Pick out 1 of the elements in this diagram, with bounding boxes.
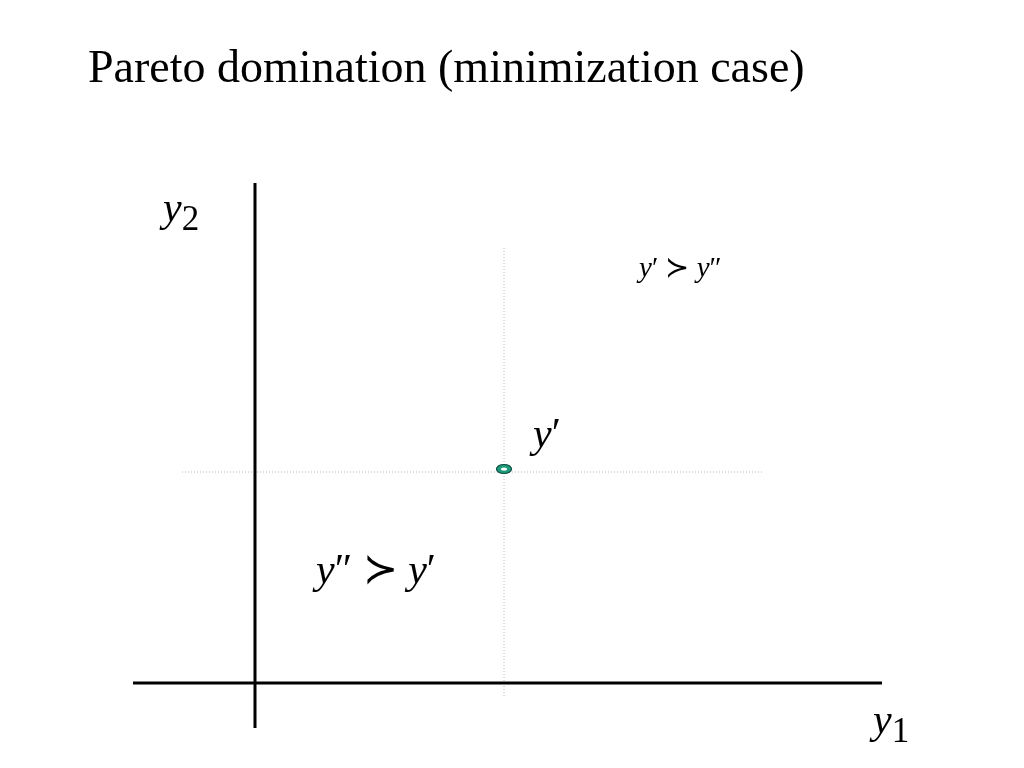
title: Pareto domination (minimization case) bbox=[88, 44, 805, 90]
